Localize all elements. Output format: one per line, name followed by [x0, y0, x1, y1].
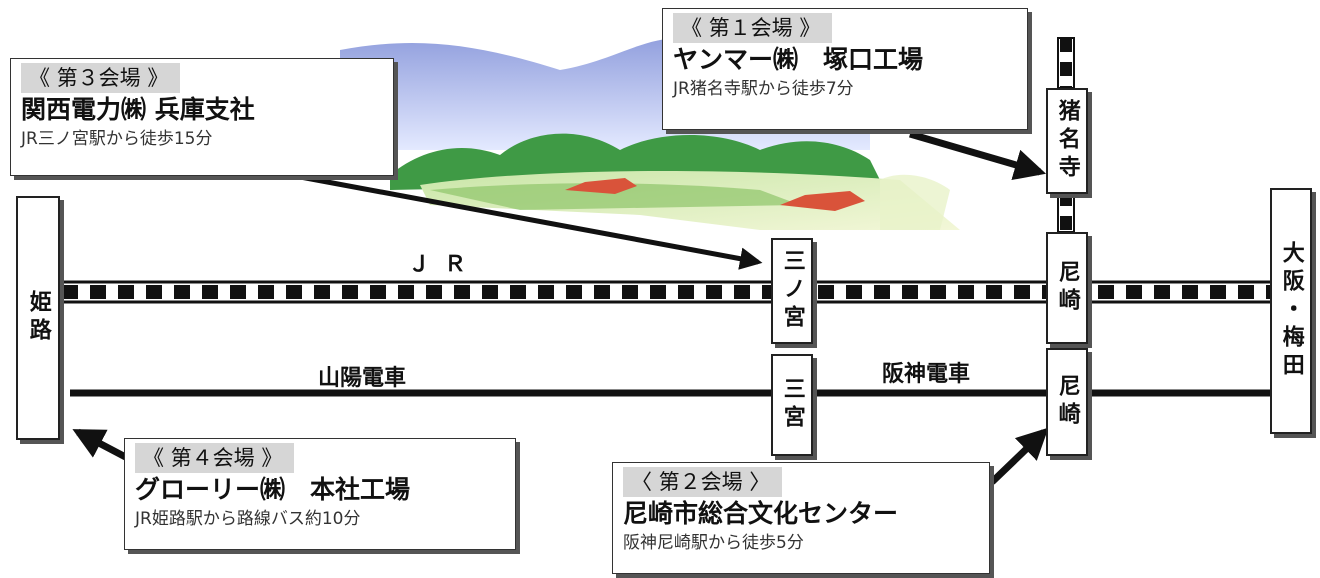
- station-amagasaki-hanshin: 尼崎: [1046, 348, 1088, 456]
- venue-2-callout: 〈 第２会場 〉 尼崎市総合文化センター 阪神尼崎駅から徒歩5分: [612, 462, 990, 574]
- line-label-jr: ＪＲ: [408, 252, 481, 277]
- station-amagasaki-jr: 尼崎: [1046, 232, 1088, 344]
- arrow-venue1: [909, 130, 1047, 181]
- station-inadera: 猪名寺: [1046, 88, 1088, 194]
- station-osaka-umeda: 大阪・梅田: [1270, 188, 1312, 434]
- venue-4-callout: 《 第４会場 》 グローリー㈱ 本社工場 JR姫路駅から路線バス約10分: [124, 438, 516, 550]
- station-sannomiya-hanshin: 三宮: [771, 354, 813, 456]
- station-himeji: 姫路: [16, 196, 60, 440]
- venue-2-name: 尼崎市総合文化センター: [623, 499, 899, 528]
- jr-line: [60, 280, 1274, 304]
- station-himeji-label: 姫路: [25, 290, 51, 346]
- venue-1-access: JR猪名寺駅から徒歩7分: [673, 79, 854, 99]
- station-sannomiya-jr: 三ノ宮: [771, 238, 813, 344]
- venue-3-callout: 《 第３会場 》 関西電力㈱ 兵庫支社 JR三ノ宮駅から徒歩15分: [10, 58, 394, 176]
- venue-1-title: 《 第１会場 》: [673, 13, 833, 43]
- venue-3-name: 関西電力㈱ 兵庫支社: [21, 95, 255, 124]
- line-label-hanshin: 阪神電車: [882, 362, 971, 387]
- venue-4-access: JR姫路駅から路線バス約10分: [135, 509, 361, 529]
- line-label-sanyo: 山陽電車: [318, 366, 407, 391]
- venue-1-callout: 《 第１会場 》 ヤンマー㈱ 塚口工場 JR猪名寺駅から徒歩7分: [662, 8, 1028, 130]
- venue-2-access: 阪神尼崎駅から徒歩5分: [623, 533, 804, 553]
- arrow-venue2: [989, 427, 1049, 485]
- station-sannomiya-jr-label: 三ノ宮: [779, 249, 805, 333]
- station-inadera-label: 猪名寺: [1054, 99, 1080, 183]
- station-amagasaki-jr-label: 尼崎: [1054, 260, 1080, 316]
- station-osaka-umeda-label: 大阪・梅田: [1278, 241, 1304, 381]
- station-sannomiya-hanshin-label: 三宮: [779, 377, 805, 433]
- venue-4-name: グローリー㈱ 本社工場: [135, 475, 411, 504]
- venue-4-title: 《 第４会場 》: [135, 443, 295, 473]
- arrow-venue3: [294, 173, 763, 270]
- venue-1-name: ヤンマー㈱ 塚口工場: [673, 45, 924, 74]
- venue-2-title: 〈 第２会場 〉: [623, 467, 783, 497]
- venue-3-access: JR三ノ宮駅から徒歩15分: [21, 129, 213, 149]
- venue-3-title: 《 第３会場 》: [21, 63, 181, 93]
- station-amagasaki-hanshin-label: 尼崎: [1054, 374, 1080, 430]
